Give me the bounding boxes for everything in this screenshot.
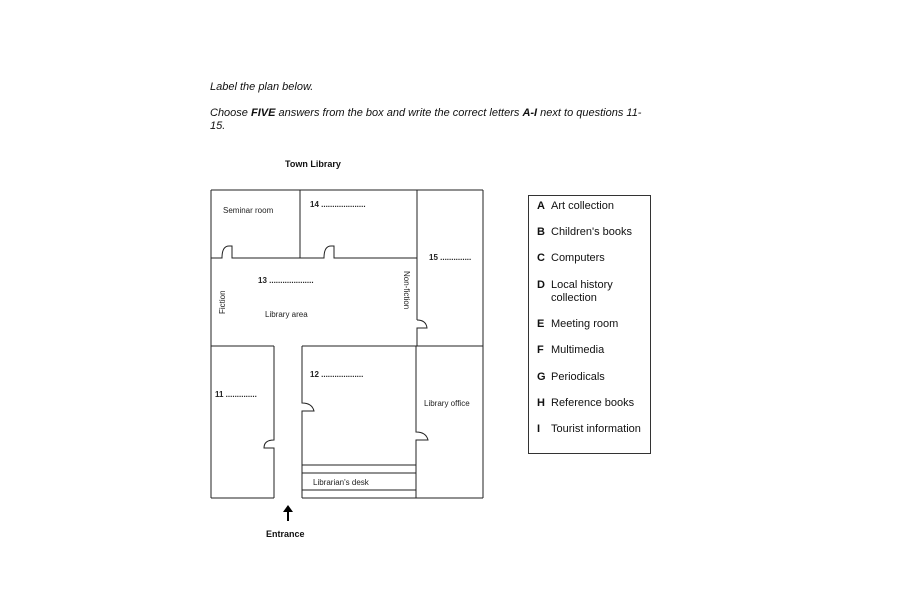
question-14: 14 .................... xyxy=(310,200,366,209)
option-text: Periodicals xyxy=(551,371,605,383)
answer-options-box: A Art collection B Children's books C Compu… xyxy=(528,195,651,454)
shelf-label-non-fiction: Non-fiction xyxy=(402,271,411,310)
instruction-part: next to questions 11-15. xyxy=(210,107,642,132)
option-letter: F xyxy=(537,344,544,356)
option-letter: B xyxy=(537,226,545,238)
plan-walls xyxy=(210,189,484,499)
instruction-emphasis-letters: A-I xyxy=(522,107,538,119)
entrance-arrow-icon xyxy=(283,505,293,521)
option-letter: C xyxy=(537,252,545,264)
entrance-label: Entrance xyxy=(266,529,305,539)
instruction-emphasis-five: FIVE xyxy=(250,107,276,119)
instruction-part: answers from the box and write the corre… xyxy=(275,107,523,119)
option-text: Computers xyxy=(551,252,605,264)
option-letter: A xyxy=(537,200,545,212)
option-text: Art collection xyxy=(551,200,614,212)
instruction-text: Label the plan below. xyxy=(210,81,314,93)
option-letter: D xyxy=(537,279,545,291)
option-g: G Periodicals xyxy=(537,371,646,384)
option-a: A Art collection xyxy=(537,200,646,213)
option-b: B Children's books xyxy=(537,226,646,239)
room-label-library-office: Library office xyxy=(424,399,470,408)
door-room15 xyxy=(416,319,428,346)
option-i: I Tourist information xyxy=(537,423,646,436)
option-text: Meeting room xyxy=(551,318,619,330)
wall-office-left xyxy=(415,346,429,498)
instruction-choose-answers: Choose FIVE answers from the box and wri… xyxy=(210,107,650,133)
option-h: H Reference books xyxy=(537,397,646,410)
option-text: Tourist information xyxy=(551,423,641,435)
option-letter: H xyxy=(537,397,545,409)
room-label-librarians-desk: Librarian's desk xyxy=(313,478,369,487)
option-d: D Local history collection xyxy=(537,279,646,305)
plan-title: Town Library xyxy=(285,159,341,169)
wall-room11-right xyxy=(263,346,275,498)
option-text: Multimedia xyxy=(551,344,605,356)
option-c: C Computers xyxy=(537,252,646,265)
question-12: 12 ................... xyxy=(310,370,364,379)
question-13: 13 .................... xyxy=(258,276,314,285)
room-label-library-area: Library area xyxy=(265,310,308,319)
room-label-seminar: Seminar room xyxy=(223,206,274,215)
question-15: 15 .............. xyxy=(429,253,472,262)
option-letter: G xyxy=(537,371,546,383)
option-letter: I xyxy=(537,423,541,435)
option-letter: E xyxy=(537,318,545,330)
wall-top-rooms-bottom xyxy=(211,245,417,259)
shelf-label-fiction: Fiction xyxy=(218,290,227,314)
instruction-part: Choose xyxy=(210,107,251,119)
option-e: E Meeting room xyxy=(537,318,646,331)
question-11: 11 .............. xyxy=(215,390,257,399)
instruction-label-plan: Label the plan below. xyxy=(210,81,313,94)
option-text: Reference books xyxy=(551,397,635,409)
option-f: F Multimedia xyxy=(537,344,646,357)
option-text: Local history collection xyxy=(551,279,613,304)
option-text: Children's books xyxy=(551,226,632,238)
wall-room12-left xyxy=(301,346,315,498)
